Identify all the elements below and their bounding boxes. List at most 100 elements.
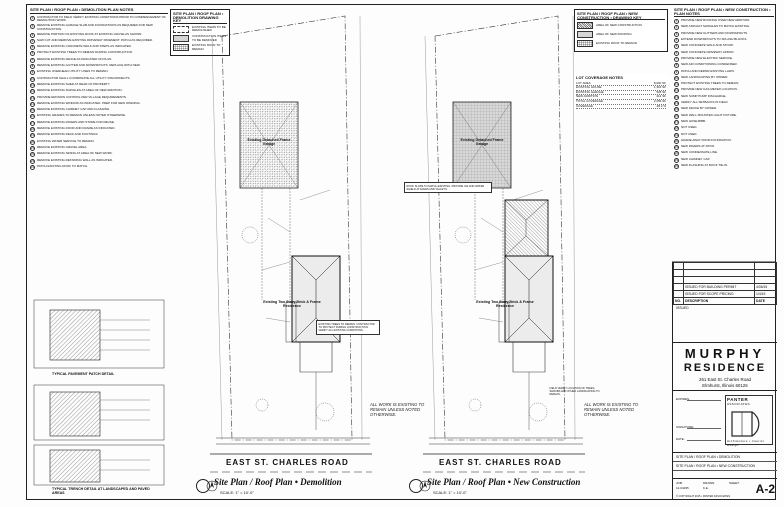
note-number: 8	[30, 64, 35, 70]
new-plan-marker	[409, 479, 423, 493]
note-text: REMOVE EXISTING SIDING AT AREA OF NEW WO…	[37, 151, 113, 156]
note-number: 11	[30, 82, 35, 88]
lot-coverage-label: EXISTING HOUSE	[576, 85, 602, 90]
demolition-plan	[206, 15, 372, 492]
project-name-block: MURPHY RESIDENCE 261 East St. Charles Ro…	[673, 342, 777, 390]
issued-label: ISSUED	[676, 306, 689, 310]
note-number: 7	[30, 57, 35, 63]
lot-coverage-value: 528 SF	[656, 89, 666, 94]
note-number: 2	[30, 24, 35, 30]
issue-desc: ISSUED FOR BUILDING PERMIT	[683, 283, 755, 291]
note-number: 22	[30, 152, 35, 158]
lot-coverage-label: COVERAGE	[576, 103, 594, 108]
project-address: 261 East St. Charles Road Elmhurst, Illi…	[673, 377, 777, 388]
note-number: 20	[674, 138, 679, 144]
new-construction-notes: SITE PLAN / ROOF PLAN • NEW CONSTRUCTION…	[674, 7, 774, 170]
lot-coverage-label: TOTAL COVERAGE	[576, 98, 604, 103]
key-row: AREA OF NEW ROOFING	[577, 31, 665, 39]
key-label: EXISTING ITEMS TO BE DEMOLISHED	[192, 24, 226, 33]
note-number: 18	[674, 126, 679, 132]
new-road-label: EAST ST. CHARLES ROAD	[439, 458, 562, 467]
dotted-swatch	[173, 35, 189, 43]
note-text: EXISTING GRADES TO REMAIN UNLESS NOTED O…	[37, 113, 126, 118]
new-key-title: SITE PLAN / ROOF PLAN • NEW CONSTRUCTION…	[577, 11, 665, 21]
new-garage-label: Existing Detached Frame Garage	[460, 138, 504, 147]
note-text: REMOVE EXISTING GUTTER AND DOWNSPOUTS. R…	[37, 63, 141, 68]
drawn-label: DRAWN:	[703, 481, 716, 485]
note-number: 17	[30, 120, 35, 126]
key-row: EXISTING ROOF TO REMAIN	[173, 43, 227, 52]
new-plan-scale: SCALE: 1" = 10'-0"	[433, 490, 467, 495]
note-text: EXISTING OVERHEAD UTILITY LINES TO REMAI…	[37, 69, 109, 74]
key-label: EXISTING ROOF TO REMAIN	[192, 43, 221, 51]
demo-plan-scale: SCALE: 1" = 10'-0"	[220, 490, 254, 495]
firm-block: EXPIRES: SIGNATURE: DATE: PANTER ASSOCIA…	[673, 390, 777, 452]
note-text: NEW AIR CONDITIONING CONDENSER.	[681, 62, 738, 67]
issue-no	[673, 269, 684, 277]
note-text: PROVIDE NEW ELECTRIC SERVICE.	[681, 55, 733, 60]
note-text: PROVIDE NEW GUTTERS AND DOWNSPOUTS.	[681, 30, 749, 35]
address-line2: Elmhurst, Illinois 60126	[702, 382, 748, 388]
key-label: AREA OF NEW ROOFING	[596, 31, 632, 36]
issue-desc	[683, 269, 755, 277]
note-text: PROVIDE NEW GAS METER LOCATION.	[681, 87, 738, 92]
note-number: 14	[30, 101, 35, 107]
lot-coverage-value: 28.2 %	[656, 103, 666, 108]
note-text: REMOVE EXISTING FENCE AS INDICATED ON PL…	[37, 56, 113, 61]
firm-logo-mark	[731, 411, 760, 437]
issue-date	[754, 269, 777, 277]
firm-name: PANTER	[727, 397, 749, 402]
signature-label: SIGNATURE:	[676, 425, 695, 429]
note-text: NEW HOSE BIBB.	[681, 118, 706, 123]
note-number: 12	[674, 88, 679, 94]
note-number: 5	[674, 44, 679, 50]
job-label: JOB:	[676, 481, 683, 485]
issue-row	[673, 269, 777, 277]
note-number: 17	[674, 119, 679, 125]
demolition-notes-title: SITE PLAN / ROOF PLAN • DEMOLITION PLAN …	[30, 8, 168, 14]
lot-coverage-value: 2,256 SF	[653, 98, 666, 103]
note-text: NEW FLASHING AT ROOF TIE-IN.	[681, 163, 728, 168]
key-label: CONSTRUCTION ITEMS TO BE REMOVED	[192, 33, 227, 42]
note-number: 18	[30, 127, 35, 133]
new-plan-roof-note: ROOF SLOPE TO MATCH EXISTING. PROVIDE IC…	[404, 182, 492, 194]
lot-coverage-row: COVERAGE 28.2 %	[576, 103, 666, 110]
note-text: NEW SUMP PUMP DISCHARGE.	[681, 93, 727, 98]
drawn-value: K.E.	[703, 486, 709, 490]
note-text: REMOVE EXISTING CHIMNEY CAP AND FLASHING…	[37, 107, 111, 112]
issue-no	[673, 262, 684, 270]
note-number: 10	[30, 76, 35, 82]
note-number: 6	[674, 50, 679, 56]
issue-header-date: DATE	[754, 297, 777, 305]
note-text: PROVIDE NEW ROOFING OVER NEW ADDITION.	[681, 18, 751, 23]
issue-row	[673, 262, 777, 270]
note-number: 24	[30, 164, 35, 170]
